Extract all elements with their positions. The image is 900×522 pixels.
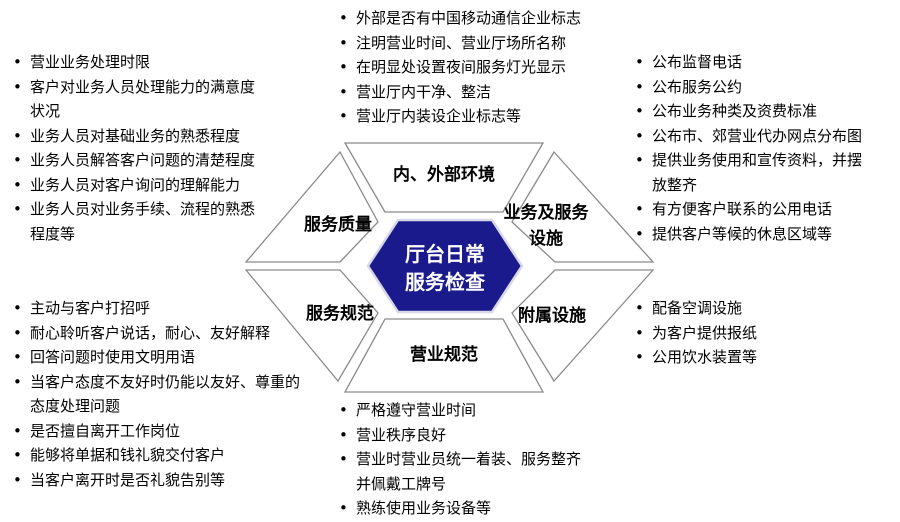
service-facility-checklist: 公布监督电话公布服务公约公布业务种类及资费标准公布市、郊营业代办网点分布图提供业… bbox=[632, 50, 862, 246]
segment-business-norm bbox=[343, 318, 545, 393]
segment-auxiliary-facility bbox=[511, 269, 655, 383]
list-item: 提供客户等候的休息区域等 bbox=[632, 222, 862, 247]
list-item: 业务人员解答客户问题的清楚程度 bbox=[10, 148, 255, 173]
list-item-line: 并佩戴工牌号 bbox=[356, 474, 447, 493]
list-item: 营业厅内干净、整洁 bbox=[336, 80, 581, 105]
list-item-line: 提供业务使用和宣传资料，并摆 bbox=[652, 151, 863, 169]
list-item: 为客户提供报纸 bbox=[632, 321, 757, 346]
list-item: 公用饮水装置等 bbox=[632, 345, 757, 370]
list-item: 是否擅自离开工作岗位 bbox=[10, 419, 300, 444]
segment-label-service-standard: 服务规范 bbox=[306, 303, 374, 324]
center-label-line2: 服务检查 bbox=[405, 270, 485, 294]
list-item-line: 态度处理问题 bbox=[30, 397, 121, 415]
service-standard-checklist: 主动与客户打招呼耐心聆听客户说话，耐心、友好解释回答问题时使用文明用语当客户态度… bbox=[10, 296, 300, 492]
segment-label-facility-line1: 业务及服务 bbox=[504, 202, 590, 223]
list-item: 有方便客户联系的公用电话 bbox=[632, 197, 862, 222]
business-norm-checklist: 严格遵守营业时间营业秩序良好营业时营业员统一着装、服务整齐并佩戴工牌号熟练使用业… bbox=[336, 398, 581, 521]
service-quality-checklist: 营业业务处理时限客户对业务人员处理能力的满意度状况业务人员对基础业务的熟悉程度业… bbox=[10, 50, 255, 246]
segment-service-standard bbox=[244, 269, 379, 383]
list-item: 主动与客户打招呼 bbox=[10, 296, 300, 321]
auxiliary-facility-checklist: 配备空调设施为客户提供报纸公用饮水装置等 bbox=[632, 296, 757, 370]
list-item: 营业业务处理时限 bbox=[10, 50, 255, 75]
list-item: 当客户离开时是否礼貌告别等 bbox=[10, 468, 300, 493]
list-item: 业务人员对基础业务的熟悉程度 bbox=[10, 124, 255, 149]
segment-label-service-quality: 服务质量 bbox=[304, 214, 372, 235]
list-item: 注明营业时间、营业厅场所名称 bbox=[336, 31, 581, 56]
list-item-line: 营业时营业员统一着装、服务整齐 bbox=[356, 450, 582, 468]
segment-label-environment: 内、外部环境 bbox=[393, 164, 495, 185]
list-item: 在明显处设置夜间服务灯光显示 bbox=[336, 55, 581, 80]
list-item: 营业厅内装设企业标志等 bbox=[336, 104, 581, 129]
center-hexagon bbox=[366, 218, 524, 314]
list-item: 营业秩序良好 bbox=[336, 423, 581, 448]
list-item-line: 放整齐 bbox=[652, 175, 698, 194]
list-item: 公布业务种类及资费标准 bbox=[632, 99, 862, 124]
environment-checklist: 外部是否有中国移动通信企业标志注明营业时间、营业厅场所名称在明显处设置夜间服务灯… bbox=[336, 6, 581, 129]
list-item-line: 当客户态度不友好时仍能以友好、尊重的 bbox=[30, 372, 301, 391]
segment-service-facility bbox=[511, 150, 655, 263]
center-label-line1: 厅台日常 bbox=[405, 242, 485, 266]
list-item: 公布市、郊营业代办网点分布图 bbox=[632, 124, 862, 149]
list-item-line: 业务人员对业务手续、流程的熟悉 bbox=[30, 200, 256, 218]
list-item: 严格遵守营业时间 bbox=[336, 398, 581, 423]
segment-environment bbox=[343, 142, 545, 213]
list-item: 能够将单据和钱礼貌交付客户 bbox=[10, 443, 300, 468]
list-item: 熟练使用业务设备等 bbox=[336, 496, 581, 521]
list-item-line: 状况 bbox=[30, 102, 61, 120]
list-item: 回答问题时使用文明用语 bbox=[10, 345, 300, 370]
list-item: 耐心聆听客户说话，耐心、友好解释 bbox=[10, 321, 300, 346]
segment-label-facility-line2: 设施 bbox=[529, 228, 563, 249]
segment-label-business-norm: 营业规范 bbox=[410, 344, 478, 365]
list-item-line: 客户对业务人员处理能力的满意度 bbox=[30, 77, 256, 96]
list-item-line: 程度等 bbox=[30, 224, 76, 243]
list-item: 外部是否有中国移动通信企业标志 bbox=[336, 6, 581, 31]
list-item: 业务人员对客户询问的理解能力 bbox=[10, 173, 255, 198]
list-item: 配备空调设施 bbox=[632, 296, 757, 321]
list-item: 公布服务公约 bbox=[632, 75, 862, 100]
segment-label-auxiliary: 附属设施 bbox=[518, 305, 586, 326]
list-item: 公布监督电话 bbox=[632, 50, 862, 75]
segment-service-quality bbox=[244, 150, 379, 263]
